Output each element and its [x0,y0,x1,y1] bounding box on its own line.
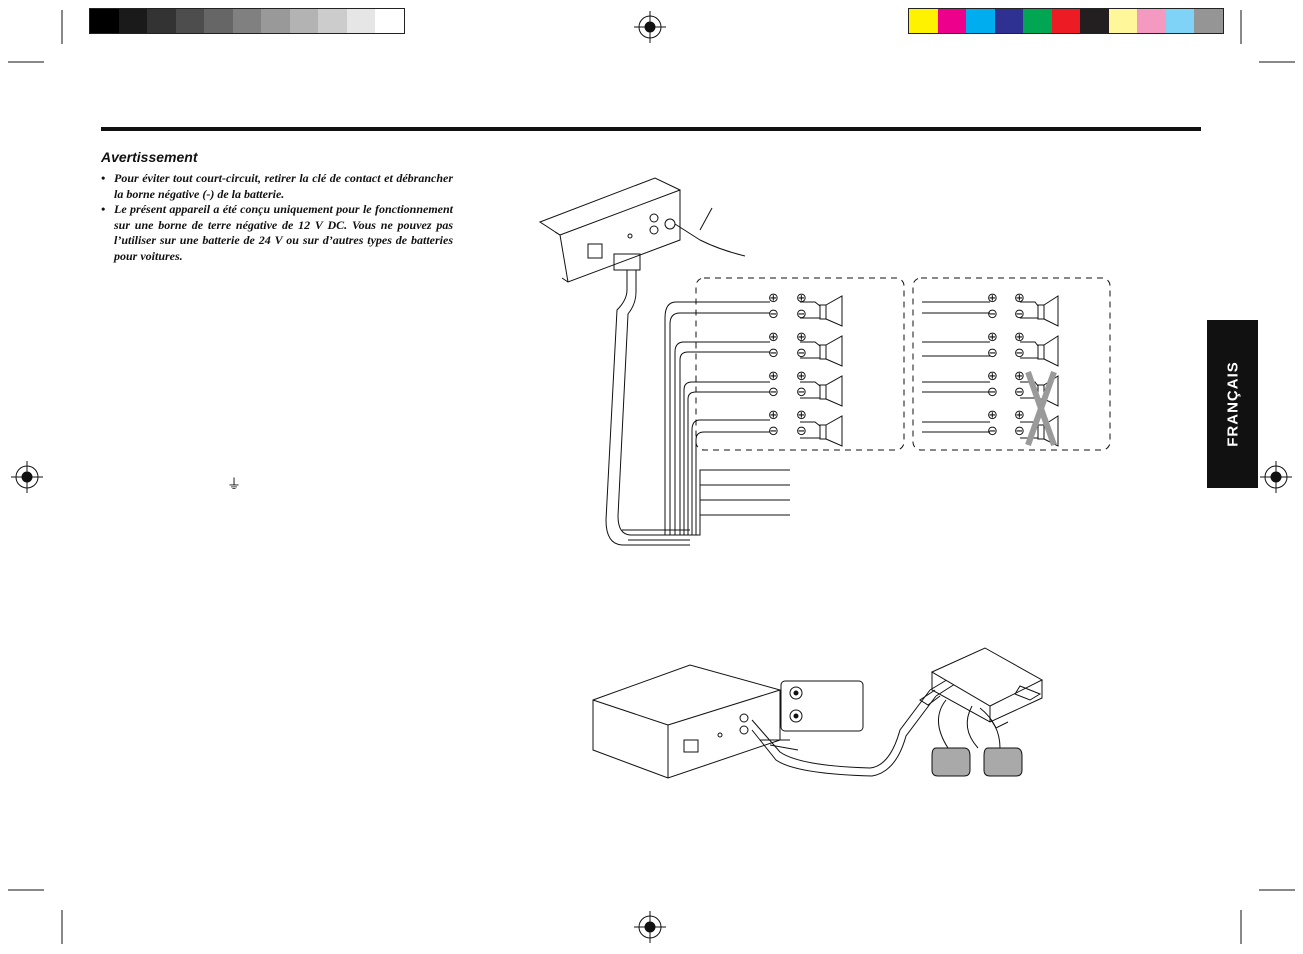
bullet: • [101,171,106,185]
color-swatch [1023,9,1052,33]
registration-target-icon [634,911,666,943]
ground-icon: ⏚ [227,476,241,492]
speaker-pad-icon [983,747,1023,777]
warning-title: Avertissement [101,149,198,165]
plus-terminal-icon: ⊕ [987,291,998,306]
head-unit-icon [592,664,781,779]
alt-wiring-lines [922,301,990,433]
plus-terminal-icon: ⊕ [987,369,998,384]
harness-cable [605,270,690,546]
minus-terminal-icon: ⊖ [1014,424,1025,439]
plus-terminal-icon: ⊕ [768,408,779,423]
color-swatch [1137,9,1166,33]
minus-terminal-icon: ⊖ [987,307,998,322]
plus-terminal-icon: ⊕ [987,408,998,423]
plus-terminal-icon: ⊕ [1014,369,1025,384]
terminal-symbols: ⊕ ⊕ ⊖ ⊖ ⊕ ⊕ ⊖ ⊖ ⊕ ⊕ ⊖ ⊖ ⊕ ⊕ ⊖ ⊖ ⊕ ⊕ ⊖ ⊖ … [768,291,1025,439]
plus-terminal-icon: ⊕ [796,291,807,306]
speaker-wires [645,301,790,536]
speaker-pad-icon [931,747,971,777]
amp-speaker-wires [938,699,1001,749]
minus-terminal-icon: ⊖ [768,424,779,439]
header-rule [101,127,1201,131]
speaker-icon [1020,295,1059,327]
plus-terminal-icon: ⊕ [768,330,779,345]
minus-terminal-icon: ⊖ [796,424,807,439]
prohibited-x-icon [1025,370,1057,447]
minus-terminal-icon: ⊖ [796,346,807,361]
speaker-icon [800,335,843,367]
plus-terminal-icon: ⊕ [796,330,807,345]
color-swatch [909,9,938,33]
minus-terminal-icon: ⊖ [987,346,998,361]
minus-terminal-icon: ⊖ [1014,385,1025,400]
plus-terminal-icon: ⊕ [796,369,807,384]
warning-list: • Pour éviter tout court-circuit, retire… [101,171,453,264]
minus-terminal-icon: ⊖ [987,424,998,439]
speaker-icon [1020,335,1059,367]
color-swatch [204,9,233,33]
registration-target-icon [634,11,666,43]
crop-marks [8,10,1295,944]
color-swatch [346,9,375,33]
minus-terminal-icon: ⊖ [796,385,807,400]
plus-terminal-icon: ⊕ [987,330,998,345]
color-swatch [994,9,1023,33]
warning-item: • Pour éviter tout court-circuit, retire… [101,171,453,202]
color-bar [908,8,1224,34]
registration-target-icon [1260,461,1292,493]
speaker-icon [800,375,843,407]
head-unit-rear-icon [538,177,746,283]
color-swatch [1080,9,1109,33]
color-swatch [289,9,318,33]
speaker-icon [800,415,843,447]
warning-item: • Le présent appareil a été conçu unique… [101,202,453,264]
plus-terminal-icon: ⊕ [768,369,779,384]
language-tab: FRANÇAIS [1207,320,1258,488]
plus-terminal-icon: ⊕ [1014,330,1025,345]
minus-terminal-icon: ⊖ [1014,307,1025,322]
warning-text: Le présent appareil a été conçu uniqueme… [114,202,453,263]
color-swatch [147,9,176,33]
speaker-group-box [912,277,1111,451]
color-swatch [375,9,404,33]
color-swatch [1051,9,1080,33]
bullet: • [101,202,106,216]
plus-terminal-icon: ⊕ [796,408,807,423]
plus-terminal-icon: ⊕ [768,291,779,306]
minus-terminal-icon: ⊖ [768,385,779,400]
color-swatch [1165,9,1194,33]
minus-terminal-icon: ⊖ [768,346,779,361]
registration-target-icon [11,461,43,493]
color-swatch [118,9,147,33]
amplifier-icon [919,647,1044,729]
color-swatch [937,9,966,33]
plus-terminal-icon: ⊕ [1014,291,1025,306]
rca-jack-inset [780,680,864,732]
plus-terminal-icon: ⊕ [1014,408,1025,423]
color-swatch [966,9,995,33]
color-swatch [318,9,347,33]
color-swatch [1194,9,1223,33]
color-swatch [175,9,204,33]
color-swatch [90,9,119,33]
warning-text: Pour éviter tout court-circuit, retirer … [114,171,453,201]
grayscale-bar [89,8,405,34]
minus-terminal-icon: ⊖ [768,307,779,322]
color-swatch [261,9,290,33]
minus-terminal-icon: ⊖ [987,385,998,400]
minus-terminal-icon: ⊖ [796,307,807,322]
color-swatch [232,9,261,33]
speaker-icon [800,295,843,327]
color-swatch [1108,9,1137,33]
minus-terminal-icon: ⊖ [1014,346,1025,361]
